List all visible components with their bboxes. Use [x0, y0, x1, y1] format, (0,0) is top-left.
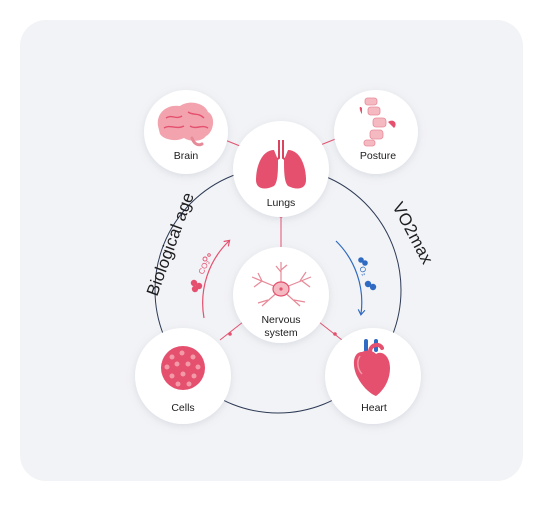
node-nervous-system[interactable]: Nervous system	[233, 247, 329, 343]
o2-label: O₂	[357, 265, 369, 277]
heart-icon	[353, 339, 390, 396]
nervous-label-line2: system	[264, 327, 298, 339]
o2-molecule-icon	[364, 280, 377, 291]
connector-nervous-cells	[219, 321, 244, 341]
co2-flow-arrow	[202, 239, 231, 319]
node-posture[interactable]: Posture	[334, 90, 418, 174]
node-lungs[interactable]: Lungs	[233, 121, 329, 217]
posture-label: Posture	[360, 150, 396, 162]
node-brain[interactable]: Brain	[144, 90, 228, 174]
biological-age-label: Biological age	[143, 190, 198, 299]
connector-nervous-heart	[318, 321, 343, 341]
node-cells[interactable]: Cells	[135, 328, 231, 424]
lungs-label: Lungs	[267, 197, 296, 209]
cell-icon	[161, 346, 205, 390]
cells-label: Cells	[171, 402, 194, 414]
co2-label: CO₂	[197, 258, 212, 276]
neuron-icon	[251, 262, 312, 307]
lungs-icon	[256, 140, 306, 189]
vo2max-label: VO2max	[388, 199, 437, 268]
connector-dot	[228, 332, 232, 336]
node-heart[interactable]: Heart	[325, 328, 421, 424]
nervous-label-line1: Nervous	[261, 314, 300, 326]
o2-small-molecule-icon	[358, 257, 368, 266]
brain-label: Brain	[174, 150, 199, 162]
connector-dot	[333, 332, 337, 336]
brain-icon	[157, 102, 214, 147]
spine-icon	[359, 97, 396, 147]
heart-label: Heart	[361, 402, 387, 414]
co2-bubbles-icon	[202, 253, 211, 262]
o2-flow-arrow	[335, 240, 366, 316]
co2-molecule-icon	[190, 279, 203, 293]
